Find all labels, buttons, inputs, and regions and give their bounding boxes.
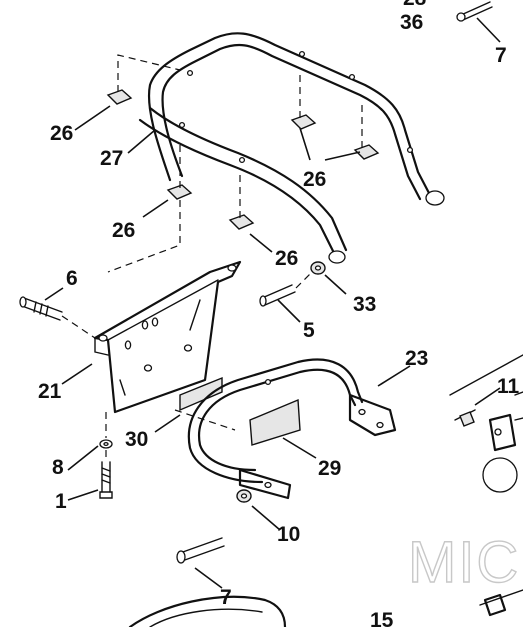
seat-outline xyxy=(128,595,287,627)
callout-27: 27 xyxy=(100,147,123,170)
watermark-text: MIC xyxy=(408,530,520,595)
callout-6: 6 xyxy=(66,267,78,290)
callout-26-b: 26 xyxy=(303,168,326,191)
upper-frame-part-27 xyxy=(138,32,445,264)
clip-nut-26-a xyxy=(106,89,133,105)
shim-part-29 xyxy=(249,398,301,446)
washer-part-8 xyxy=(99,439,113,449)
callout-26-a: 26 xyxy=(50,122,73,145)
bracket-plate-part-21 xyxy=(93,260,242,414)
bolt-part-6 xyxy=(19,296,96,339)
callout-5: 5 xyxy=(303,319,315,342)
callout-21: 21 xyxy=(38,380,62,403)
callout-15: 15 xyxy=(370,609,394,627)
callout-1: 1 xyxy=(55,490,67,513)
bolt-part-5 xyxy=(259,284,296,307)
clip-nut-26-d xyxy=(166,184,193,200)
bolt-part-1 xyxy=(99,461,113,499)
washer-part-33 xyxy=(310,261,326,275)
callout-26-c: 26 xyxy=(112,219,135,242)
lower-frame-part-23 xyxy=(187,358,397,500)
clip-nut-26-e xyxy=(228,214,255,230)
callout-30: 30 xyxy=(125,428,148,451)
callout-29: 29 xyxy=(318,457,341,480)
callout-7-top: 7 xyxy=(495,44,507,67)
callout-7-bottom: 7 xyxy=(220,586,232,609)
callout-33: 33 xyxy=(353,293,376,316)
washer-part-10 xyxy=(236,489,252,503)
callout-23: 23 xyxy=(405,347,428,370)
bolt-top-right xyxy=(456,1,501,43)
clip-nut-26-c xyxy=(353,144,380,160)
callout-11: 11 xyxy=(497,375,520,398)
callout-26-d: 26 xyxy=(275,247,298,270)
callout-28: 28 xyxy=(403,0,427,10)
callout-8: 8 xyxy=(52,456,64,479)
clip-nut-26-b xyxy=(290,114,317,130)
callout-36: 36 xyxy=(400,11,423,34)
bolt-part-7-bottom xyxy=(176,537,225,564)
spacer-part-30 xyxy=(174,376,236,431)
right-side-partial xyxy=(449,354,523,617)
callout-10: 10 xyxy=(277,523,300,546)
